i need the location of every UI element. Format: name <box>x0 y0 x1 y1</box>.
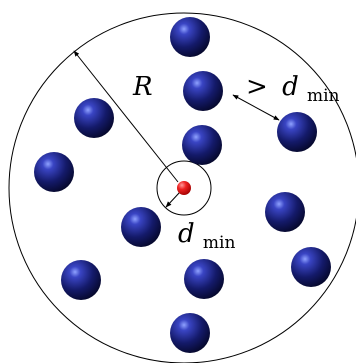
dmin-label: d min <box>178 219 235 253</box>
greater-than-symbol: > <box>246 72 268 102</box>
sphere-icon <box>170 17 210 57</box>
sphere-icon <box>277 112 317 152</box>
separation-label: > d min <box>246 72 340 106</box>
sphere-icon <box>183 71 223 111</box>
sphere-icon <box>34 152 74 192</box>
dmin-subscript: min <box>203 233 236 253</box>
sphere-icon <box>121 207 161 247</box>
dmin-d: d <box>178 219 195 249</box>
sphere-icon <box>184 259 224 299</box>
sphere-icon <box>61 260 101 300</box>
sphere-icon <box>291 247 331 287</box>
separation-d: d <box>282 72 299 102</box>
sphere-icon <box>265 192 305 232</box>
separation-subscript: min <box>307 86 340 106</box>
radius-label: R <box>132 72 153 102</box>
sphere-icon <box>74 98 114 138</box>
sphere-icon <box>182 125 222 165</box>
center-dot-icon <box>177 181 191 195</box>
dmin-arrow <box>166 192 180 207</box>
sphere-icon <box>170 313 210 353</box>
